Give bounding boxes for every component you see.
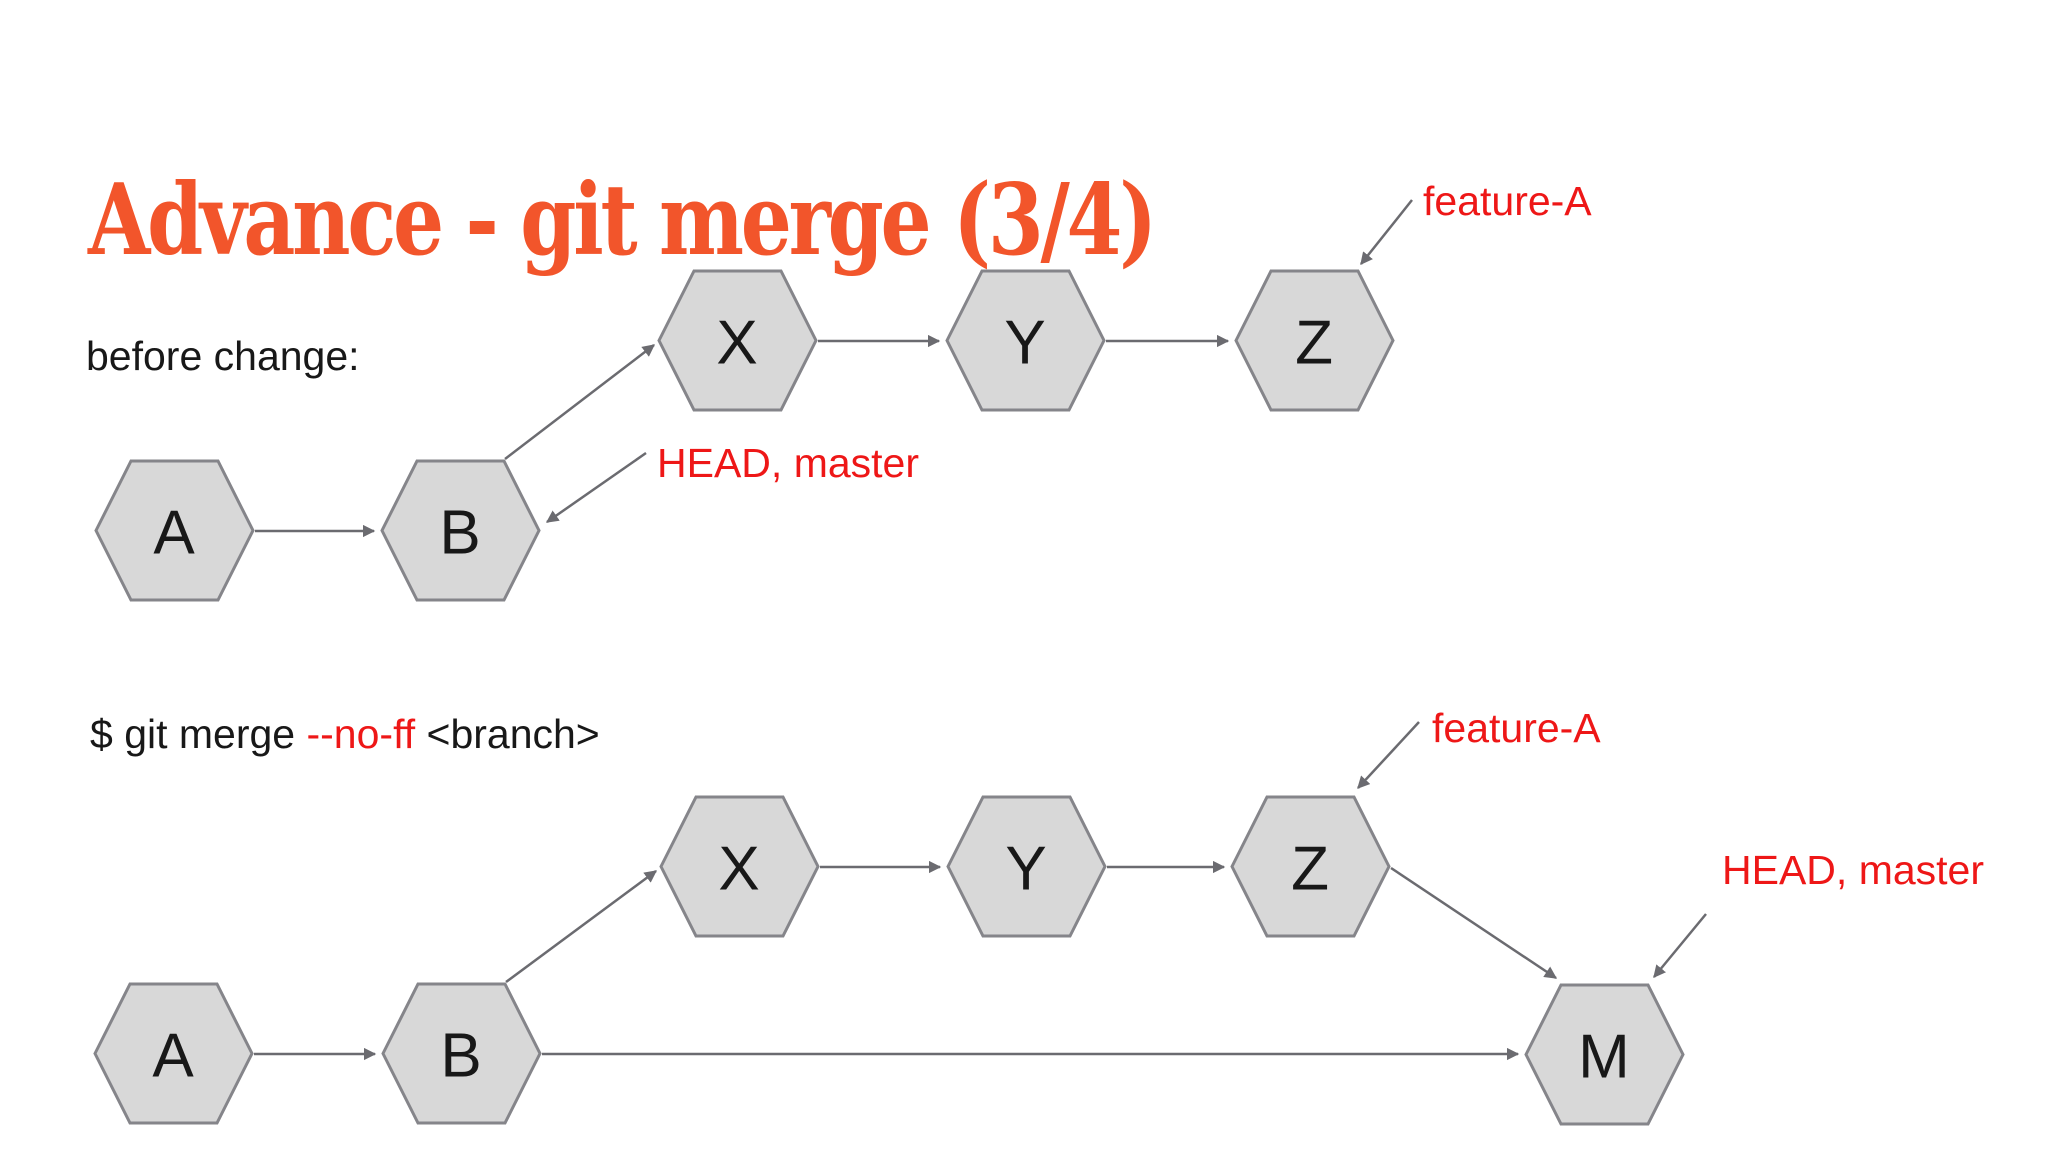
command-prefix: $ git merge (90, 711, 307, 757)
commit-hex-x-after (659, 795, 820, 938)
feature-a-label-after: feature-A (1432, 705, 1601, 751)
commit-hex-y-before (945, 269, 1106, 412)
commit-hex-y-after (946, 795, 1107, 938)
head-master-pointer-after (1653, 913, 1707, 978)
git-merge-command: $ git merge --no-ff <branch> (90, 711, 600, 757)
commit-hex-a-after (93, 982, 254, 1125)
commit-label-a-after: A (152, 1021, 194, 1091)
command-flag-no-ff: --no-ff (306, 711, 416, 757)
slide-title: Advance - git merge (3/4) (88, 162, 1157, 278)
commit-label-y-before: Y (1004, 308, 1046, 378)
edge-b-x-after (505, 869, 658, 984)
commit-hex-x-before (657, 269, 818, 412)
commit-hex-z-after (1230, 795, 1391, 938)
commit-hex-m-after (1524, 983, 1685, 1126)
commit-hex-b-after (381, 982, 542, 1125)
commit-label-z-before: Z (1295, 308, 1333, 378)
commit-label-y-after: Y (1005, 834, 1047, 904)
commit-hex-a-before (94, 459, 255, 602)
edge-z-m-after (1390, 866, 1558, 980)
feature-a-pointer-before (1360, 199, 1413, 265)
commit-label-b-before: B (439, 498, 481, 568)
edge-b-x-before (504, 344, 655, 460)
command-suffix: <branch> (415, 711, 600, 757)
head-master-pointer-before (545, 451, 647, 524)
commit-label-x-after: X (718, 834, 760, 904)
feature-a-pointer-after (1357, 721, 1420, 789)
commit-label-z-after: Z (1291, 834, 1329, 904)
commit-hex-z-before (1234, 269, 1395, 412)
commit-label-a-before: A (153, 498, 195, 568)
before-change-caption: before change: (86, 333, 360, 379)
head-master-label-before: HEAD, master (657, 440, 919, 486)
head-master-label-after: HEAD, master (1722, 847, 1984, 893)
commit-hex-b-before (380, 459, 541, 602)
diagram-after (93, 721, 1707, 1126)
feature-a-label-before: feature-A (1423, 178, 1592, 224)
diagram-before (94, 199, 1413, 602)
commit-label-m-after: M (1578, 1022, 1630, 1092)
commit-label-b-after: B (440, 1021, 482, 1091)
commit-label-x-before: X (716, 308, 758, 378)
